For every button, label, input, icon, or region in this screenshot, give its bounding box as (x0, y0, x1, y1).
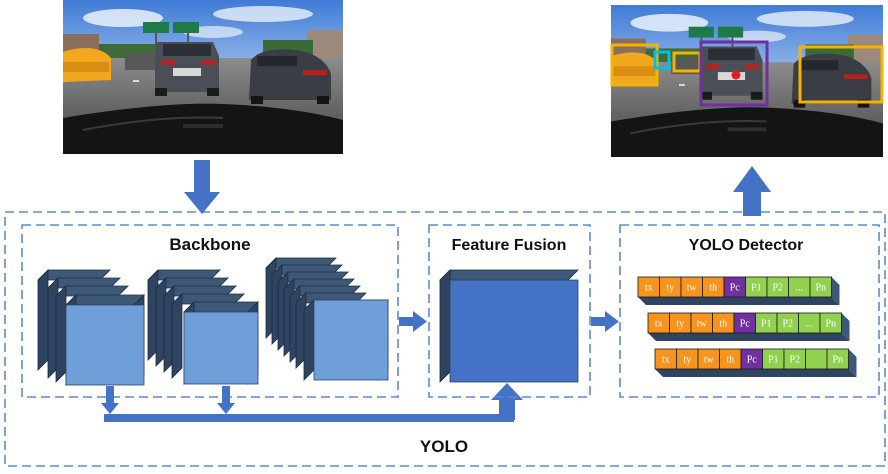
vector-cell-label: Pn (815, 283, 826, 294)
feature-fusion-label: Feature Fusion (452, 237, 567, 254)
yolo-detector-label: YOLO Detector (689, 237, 804, 254)
vector-cell-label: ty (666, 283, 674, 294)
vector-cell-label: Pn (832, 355, 843, 366)
vector-cell-label: Pn (825, 319, 836, 330)
backbone-block-3 (265, 257, 389, 381)
vector-cell-label: tw (704, 355, 715, 366)
vector-cell-label: tw (697, 319, 708, 330)
vector-cell-label: tx (645, 283, 653, 294)
vector-cell-cls (819, 312, 842, 334)
vector-cell-label: Pc (747, 355, 758, 366)
backbone-block-2 (147, 269, 259, 385)
vector-cell-label: P1 (768, 355, 779, 366)
vector-cell-cls (826, 348, 849, 370)
skip-connection-arrows (101, 383, 523, 422)
vector-cell-label: Pc (740, 319, 751, 330)
backbone-label: Backbone (169, 235, 250, 254)
detection-box-left-car (610, 43, 659, 87)
vector-cell-label: ... (796, 283, 804, 294)
yolo-label: YOLO (420, 437, 468, 456)
vector-cell-label: Pc (730, 283, 741, 294)
vector-cell-label: P1 (761, 319, 772, 330)
backbone-block-1 (37, 269, 145, 386)
vector-cell-label: th (719, 319, 727, 330)
vector-cell-label: th (726, 355, 734, 366)
vector-row-shadow (655, 369, 857, 377)
vector-cell-cls (805, 348, 828, 370)
vector-cell-label: tw (687, 283, 698, 294)
yolo-outer-frame (4, 211, 886, 467)
input-arrow (184, 160, 220, 214)
vector-cell-label: ty (683, 355, 691, 366)
vector-row-shadow (648, 333, 850, 341)
vector-cell-label: th (709, 283, 717, 294)
feature-fusion-frame (428, 224, 591, 398)
vector-cell-label: ty (676, 319, 684, 330)
backbone-frame (21, 224, 399, 398)
vector-cell-cls (809, 276, 832, 298)
vector-row-side (848, 349, 857, 377)
vector-cell-label: P1 (751, 283, 762, 294)
feature-fusion-block (439, 269, 579, 383)
vector-row-shadow (638, 297, 840, 305)
vector-cell-label: P2 (789, 355, 800, 366)
yolo-detector-frame (619, 224, 880, 398)
detection-box-small-car (653, 50, 671, 70)
output-detection-image (610, 5, 884, 157)
vector-cell-label: ... (806, 319, 814, 330)
fusion-to-detector-arrow (591, 311, 619, 332)
vector-cell-label: P2 (772, 283, 783, 294)
backbone-to-fusion-arrow (399, 311, 427, 332)
vector-cell-label: tx (655, 319, 663, 330)
detection-center-dot (731, 70, 741, 80)
vector-cell-label: P2 (782, 319, 793, 330)
vector-row-side (831, 277, 840, 305)
vector-cell-label: tx (662, 355, 670, 366)
input-road-image (63, 0, 343, 154)
detection-box-center-car (699, 40, 769, 107)
output-arrow (733, 166, 771, 216)
vector-row-side (841, 313, 850, 341)
detection-box-right-car (798, 45, 884, 104)
